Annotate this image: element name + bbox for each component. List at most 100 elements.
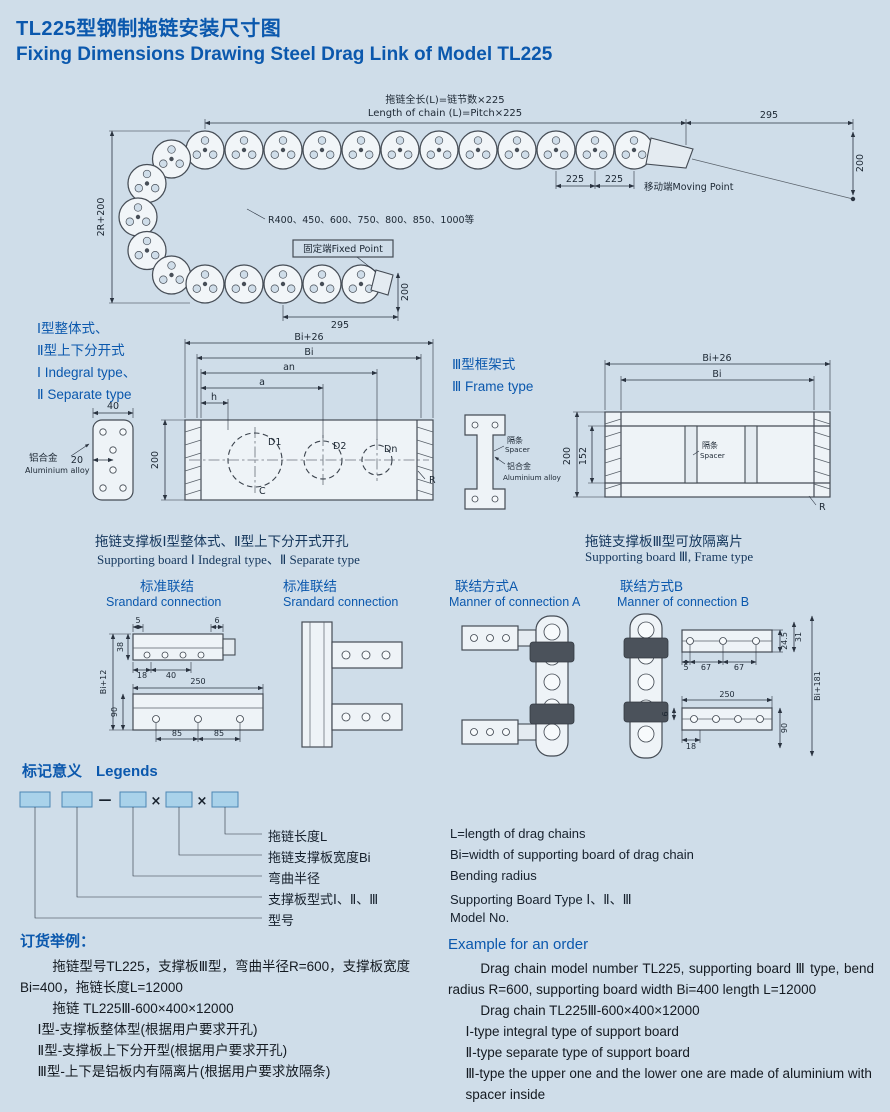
dim-225-b: 225 [605, 174, 623, 185]
dim-total-length-en: Length of chain (L)=Pitch×225 [368, 108, 522, 119]
board3-dimension-labels: Bi+26 Bi 200 152 R 隔条 Spacer 铝合金 Alumini… [503, 353, 826, 513]
conn4-title-zh: 联结方式B [620, 579, 684, 594]
alloy-label-zh: 铝合金 [29, 452, 58, 464]
spacer2-label-zh: 隔条 [702, 440, 718, 450]
conn4-dimension-lines [671, 615, 815, 757]
dim-90: 90 [110, 707, 119, 717]
legend-en-width: Bi=width of supporting board of drag cha… [450, 847, 694, 862]
dim-bi26: Bi+26 [294, 332, 323, 343]
conn3-title-en: Manner of connection A [449, 595, 581, 609]
board3-heading: Ⅲ型框架式 Ⅲ Frame type [452, 354, 533, 398]
dim-a: a [259, 377, 265, 388]
label-r: R [429, 475, 436, 486]
order-zh-code: 拖链 TL225Ⅲ-600×400×12000 [52, 1000, 234, 1016]
legend-zh-radius: 弯曲半径 [268, 871, 321, 886]
legend-title-en: Legends [96, 763, 158, 780]
order-en-title: Example for an order [448, 936, 589, 953]
dim-40: 40 [166, 671, 176, 680]
dim-24-5: 24.5 [780, 632, 789, 650]
legend-code-diagram: — × × [19, 791, 262, 919]
order-en-code: Drag chain TL225Ⅲ-600×400×12000 [480, 1002, 700, 1018]
legend-zh-length: 拖链长度L [268, 829, 328, 844]
board12-heading: Ⅰ型整体式、 Ⅱ型上下分开式 Ⅰ Indegral type、 Ⅱ Separa… [37, 318, 136, 406]
dim-200-right: 200 [855, 154, 866, 172]
order-en-note-2: Ⅱ-type separate type of support board [465, 1044, 690, 1060]
dim-67b: 67 [734, 663, 744, 672]
code-sep-x1: × [151, 794, 162, 809]
dim-225-a: 225 [566, 174, 584, 185]
board12-dimension-labels: Bi+26 Bi an a h 40 20 200 D1 D2 Dn C R 铝… [25, 332, 436, 497]
dim-6: 6 [661, 711, 670, 716]
dim-bi181: Bi+181 [813, 671, 822, 701]
alloy-label-en: Aluminium alloy [25, 466, 90, 475]
dim-bi26: Bi+26 [702, 353, 731, 364]
dim-18: 18 [686, 742, 696, 751]
dim-bi12: Bi+12 [99, 670, 108, 695]
dim-200-bottom: 200 [400, 283, 411, 301]
legend-zh-model: 型号 [268, 913, 295, 928]
conn2-drawing [301, 621, 403, 748]
page-title-zh: TL225型钢制拖链安装尺寸图 [16, 18, 282, 40]
code-box-length [211, 791, 239, 808]
conn3-drawing [461, 615, 575, 757]
clamp-block [623, 701, 669, 723]
fixed-point-label: 固定端Fixed Point [303, 243, 383, 255]
code-box-board-type [61, 791, 93, 808]
clamp-block [623, 637, 669, 659]
dim-152: 152 [578, 447, 589, 465]
dim-40: 40 [107, 401, 119, 412]
main-dimension-labels: 拖链全长(L)=链节数×225 Length of chain (L)=Pitc… [96, 93, 866, 331]
board3-heading-zh: Ⅲ型框架式 [452, 357, 516, 372]
clamp-block [529, 703, 575, 725]
order-zh-note-3: Ⅲ型-上下是铝板内有隔离片(根据用户要求放隔条) [37, 1063, 331, 1079]
dim-200: 200 [150, 451, 161, 469]
moving-point-marker [850, 196, 856, 202]
dim-an: an [283, 362, 295, 373]
moving-end-bracket [645, 137, 694, 169]
conn3-title-zh: 联结方式A [455, 579, 519, 594]
dim-2r-200: 2R+200 [96, 198, 107, 237]
order-example-en: Example for an order Drag chain model nu… [448, 936, 874, 1105]
board3-caption-en: Supporting board Ⅲ, Frame type [585, 549, 754, 564]
legend-title-zh: 标记意义 [22, 763, 83, 780]
page-title-en: Fixing Dimensions Drawing Steel Drag Lin… [16, 44, 553, 65]
radius-series-note: R400、450、600、750、800、850、1000等 [268, 214, 475, 226]
legend-zh-board-type: 支撑板型式Ⅰ、Ⅱ、Ⅲ [268, 892, 379, 907]
dim-250: 250 [190, 677, 205, 686]
fixed-end-bracket [370, 269, 394, 296]
alloy-label-en: Aluminium alloy [503, 473, 562, 482]
legend-title: 标记意义 Legends [22, 760, 158, 781]
legend-zh-width: 拖链支撑板宽度Bi [268, 850, 371, 865]
legend-en-radius: Bending radius [450, 868, 537, 883]
dim-total-length-zh: 拖链全长(L)=链节数×225 [385, 93, 504, 106]
spacer-label-en: Spacer [505, 445, 530, 454]
dim-295-top: 295 [760, 110, 778, 121]
conn1-drawing: Bi+12 5 6 38 18 40 250 85 85 90 [99, 616, 264, 742]
order-en-note-3: Ⅲ-type the upper one and the lower one a… [465, 1065, 872, 1102]
spacer-bar [744, 425, 758, 484]
order-zh-note-1: Ⅰ型-支撑板整体型(根据用户要求开孔) [37, 1021, 258, 1037]
dim-200: 200 [562, 447, 573, 465]
dim-5: 5 [135, 616, 140, 625]
code-sep-dash: — [99, 793, 112, 808]
board3-heading-en: Ⅲ Frame type [452, 379, 534, 394]
label-c: C [259, 486, 266, 497]
code-box-width [165, 791, 193, 808]
main-dimension-lines [109, 119, 856, 321]
board12-front-view [184, 419, 434, 501]
dim-h: h [211, 392, 217, 403]
board3-dimension-lines [493, 360, 831, 498]
label-dn: Dn [384, 444, 397, 455]
dim-5: 5 [683, 663, 688, 672]
label-d2: D2 [333, 441, 346, 452]
dim-85a: 85 [172, 729, 182, 738]
conn1-title-en: Srandard connection [106, 595, 222, 609]
fixed-point-label-box [292, 239, 394, 258]
order-zh-note-2: Ⅱ型-支撑板上下分开型(根据用户要求开孔) [37, 1042, 288, 1058]
dim-67a: 67 [701, 663, 711, 672]
board12-caption-en: Supporting board Ⅰ Indegral type、Ⅱ Separ… [97, 552, 360, 567]
dim-295-bottom: 295 [331, 320, 349, 331]
code-box-model [19, 791, 51, 808]
order-zh-spec: 拖链型号TL225，支撑板Ⅲ型，弯曲半径R=600，支撑板宽度Bi=400，拖链… [20, 959, 411, 995]
